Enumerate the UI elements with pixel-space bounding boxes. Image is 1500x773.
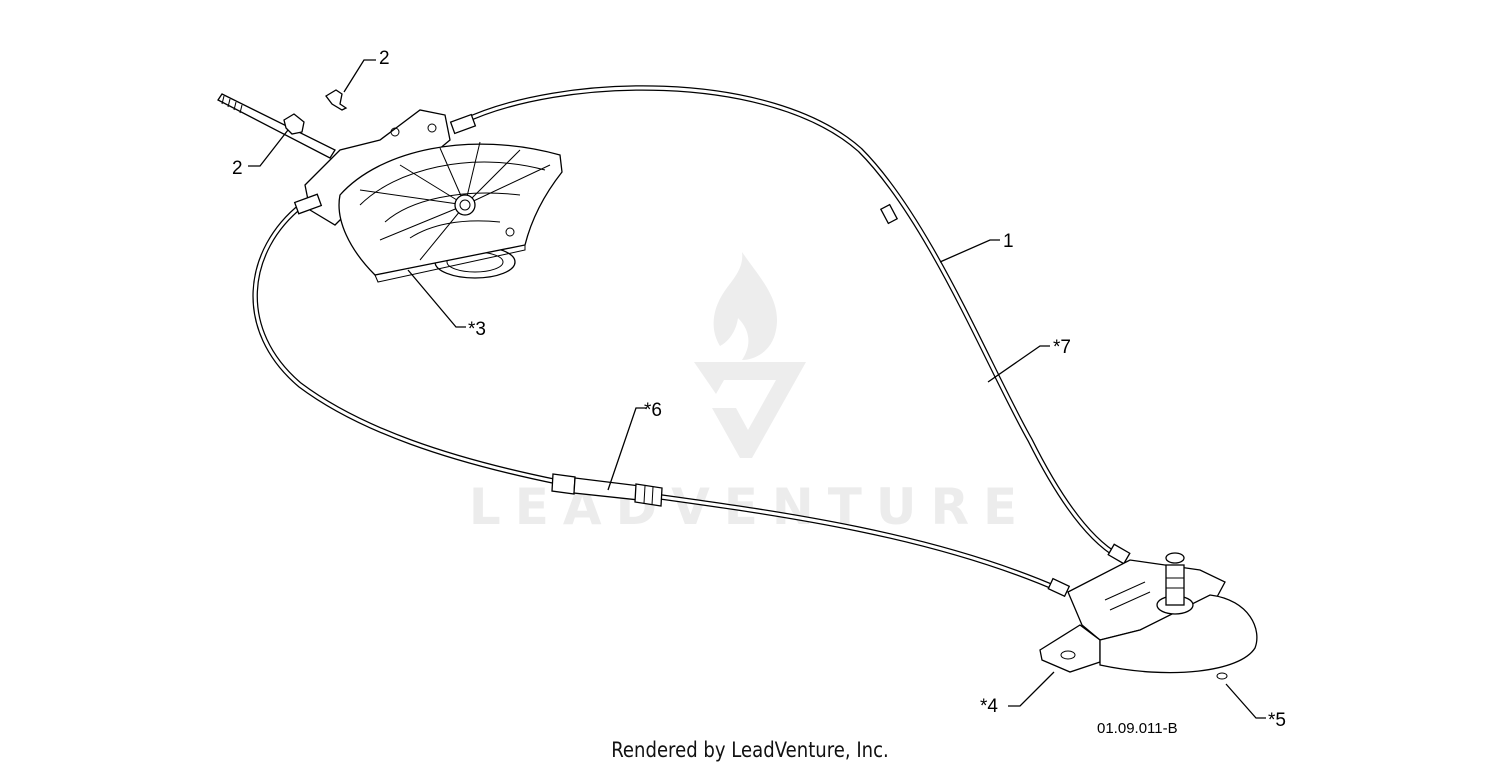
leadventure-watermark: LEADVENTURE [469, 252, 1017, 536]
callout-pulley-plate: *5 [1268, 710, 1286, 731]
flame-icon [713, 252, 778, 360]
callout-control-assembly: *3 [468, 319, 486, 340]
rendered-by-credit: Rendered by LeadVenture, Inc. [611, 738, 889, 762]
shaft [217, 93, 336, 159]
callout-labels: 2 2 *3 1 *7 *6 *4 *5 01.09.011-B [232, 48, 1286, 737]
leader-lines [248, 59, 1266, 719]
lower-cable [252, 202, 1071, 598]
bolt-left-part [283, 113, 305, 135]
control-assembly-part [293, 109, 563, 283]
pulley-plate-part [1099, 552, 1258, 680]
callout-bolt-top: 2 [379, 48, 390, 69]
diagram-reference-code: 01.09.011-B [1097, 720, 1178, 737]
callout-bolt-left: 2 [232, 158, 243, 179]
cable-loop [459, 85, 1131, 565]
callout-cable-sheath: *7 [1053, 337, 1071, 358]
callout-cable-sleeve: *6 [644, 400, 662, 421]
v-logo-icon [694, 362, 806, 458]
callout-bracket: *4 [980, 696, 998, 717]
bolt-top-part [325, 89, 348, 111]
callout-cable: 1 [1003, 231, 1014, 252]
